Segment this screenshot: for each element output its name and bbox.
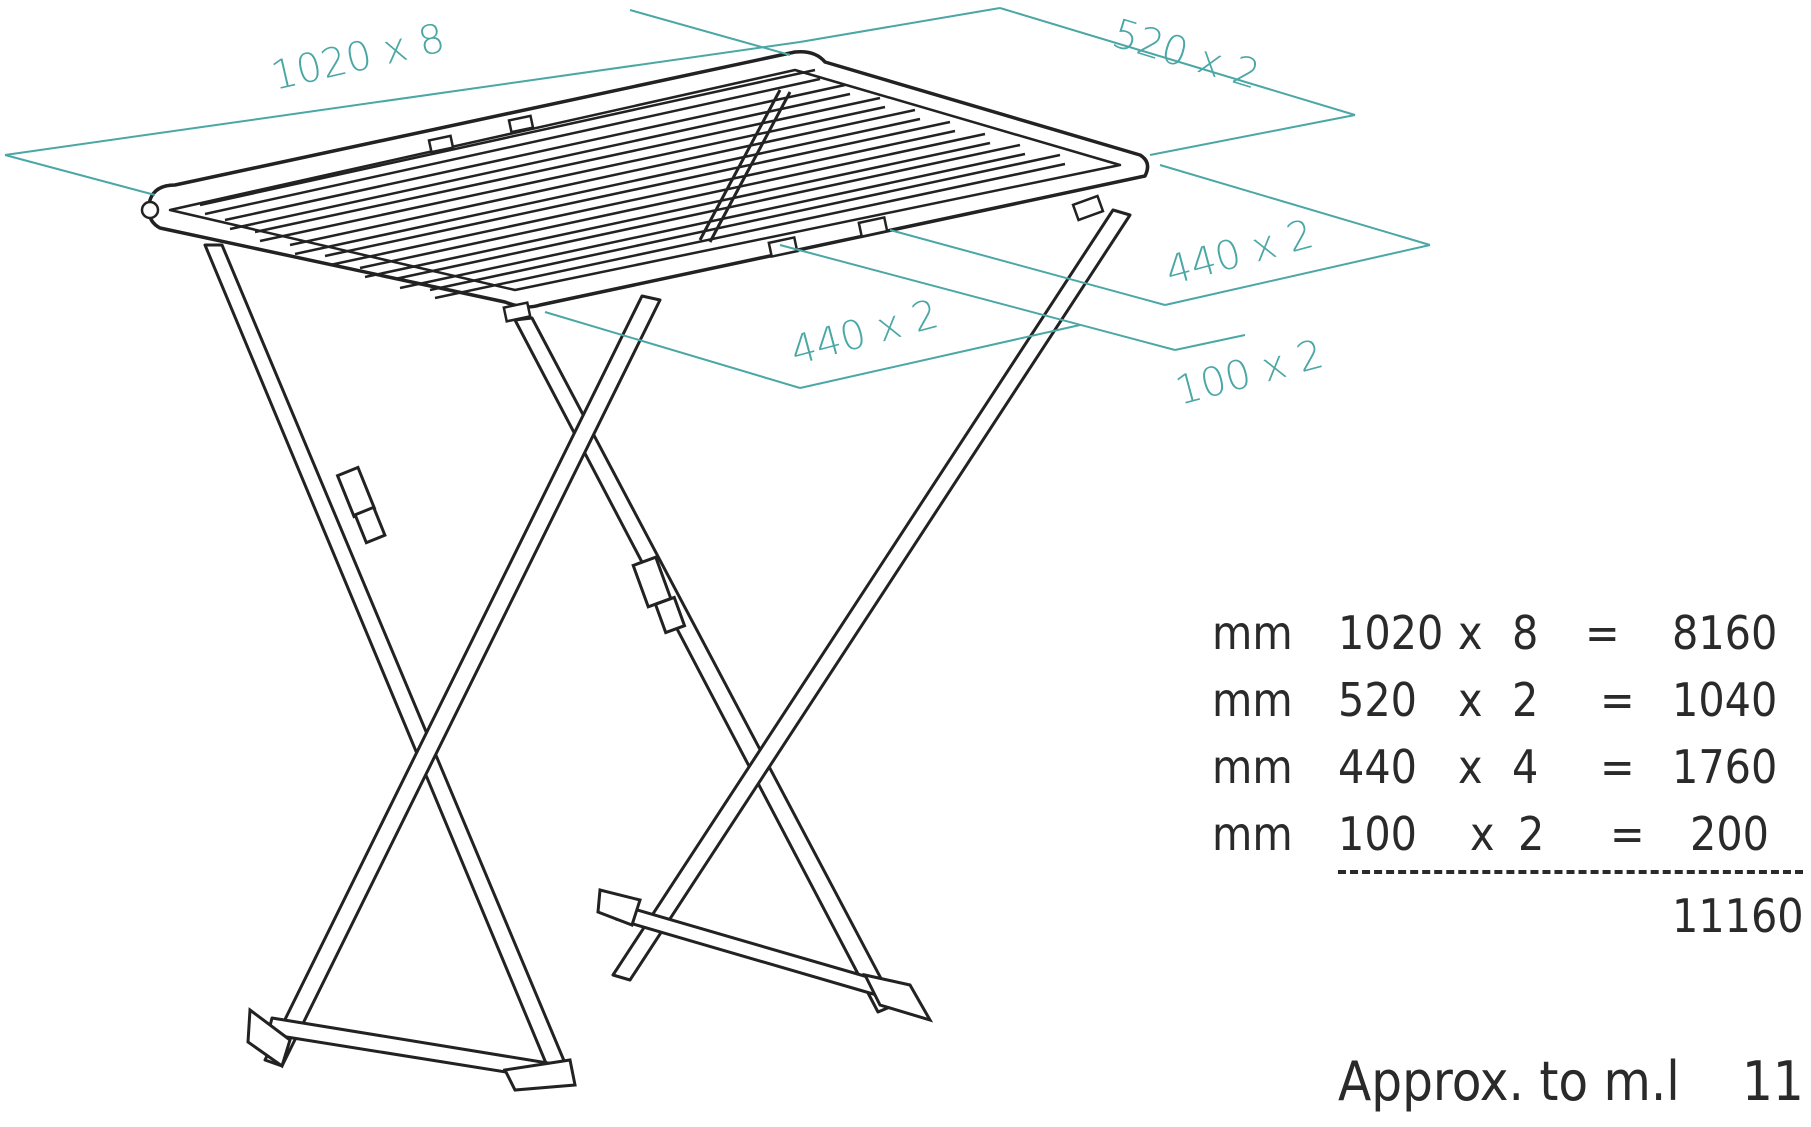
calc-length: 520 bbox=[1338, 673, 1417, 727]
calc-count: 2 bbox=[1512, 673, 1539, 727]
dim-ext-side-b bbox=[1164, 244, 1431, 306]
approx-value: 11 bbox=[1742, 1050, 1804, 1113]
leg-hinges bbox=[246, 465, 934, 1092]
foot-back-right bbox=[862, 972, 934, 1023]
calc-count: 2 bbox=[1518, 807, 1545, 861]
frame-clips bbox=[140, 114, 1105, 323]
dimension-lines bbox=[4, 7, 1431, 389]
calc-length: 440 bbox=[1338, 740, 1417, 794]
calc-total: 1040 bbox=[1672, 673, 1778, 727]
clip-2 bbox=[507, 114, 535, 134]
dim-line-side-front bbox=[544, 311, 801, 389]
clip-4 bbox=[857, 215, 889, 239]
rod-4b bbox=[294, 117, 921, 256]
foot-back-left bbox=[596, 888, 642, 927]
dim-ext-width-b bbox=[1149, 114, 1356, 156]
calc-total: 8160 bbox=[1672, 606, 1778, 660]
calc-unit: mm bbox=[1212, 673, 1293, 727]
calc-total: 200 bbox=[1690, 807, 1769, 861]
dim-ext-short-a bbox=[1174, 334, 1246, 351]
calc-count: 4 bbox=[1512, 740, 1539, 794]
dim-line-top-length bbox=[4, 41, 801, 156]
rod-4 bbox=[289, 108, 916, 247]
dim-ext-side-a bbox=[889, 229, 1166, 306]
calc-eq: = bbox=[1585, 606, 1620, 660]
calc-unit: mm bbox=[1212, 606, 1293, 660]
calc-times: x bbox=[1470, 807, 1495, 861]
calc-times: x bbox=[1458, 673, 1483, 727]
calc-count: 8 bbox=[1512, 606, 1539, 660]
top-frame-inner bbox=[168, 68, 1122, 292]
rod-7 bbox=[394, 143, 1021, 281]
leg-diagonal-b bbox=[611, 208, 1132, 982]
rod-1 bbox=[199, 68, 816, 207]
center-support-b bbox=[708, 91, 792, 243]
rod-6 bbox=[359, 132, 986, 270]
foot-front-right bbox=[502, 1058, 577, 1092]
dim-label-short: 100 x 2 bbox=[1171, 331, 1329, 414]
rod-1b bbox=[204, 77, 821, 216]
dim-label-side-right: 440 x 2 bbox=[1161, 211, 1319, 294]
dim-ext-front-a bbox=[799, 324, 1081, 389]
top-frame-outer bbox=[147, 49, 1150, 309]
rod-7b bbox=[399, 152, 1026, 290]
calc-eq: = bbox=[1610, 807, 1645, 861]
rod-3b bbox=[259, 105, 886, 243]
calc-unit: mm bbox=[1212, 740, 1293, 794]
dim-label-top-length: 1020 x 8 bbox=[267, 15, 449, 99]
dim-ext-right bbox=[629, 9, 791, 56]
calc-grand-total: 11160 bbox=[1672, 889, 1804, 943]
foot-front-left bbox=[246, 1007, 292, 1069]
drying-rods bbox=[199, 68, 1066, 300]
dim-line-side-right bbox=[1159, 164, 1431, 246]
dim-line-top-width bbox=[999, 7, 1356, 116]
leg-diagonal-a bbox=[263, 294, 662, 1068]
calc-length: 100 bbox=[1338, 807, 1417, 861]
rod-2b bbox=[229, 92, 851, 231]
rod-2 bbox=[224, 83, 846, 222]
calc-unit: mm bbox=[1212, 807, 1293, 861]
hinge-center-2 bbox=[653, 595, 687, 635]
calc-eq: = bbox=[1600, 673, 1635, 727]
rod-8b bbox=[434, 162, 1066, 300]
rack-top bbox=[147, 49, 1150, 309]
calc-eq: = bbox=[1600, 740, 1635, 794]
sum-divider bbox=[1338, 870, 1803, 874]
dim-line-short bbox=[779, 244, 1176, 351]
clip-3 bbox=[767, 235, 799, 259]
dim-ext-left bbox=[4, 154, 156, 196]
hinge-left-2 bbox=[353, 505, 387, 545]
approx-label: Approx. to m.l bbox=[1338, 1050, 1680, 1113]
clip-1 bbox=[427, 134, 455, 154]
dim-ext-width-a bbox=[799, 7, 1001, 43]
rod-5 bbox=[324, 120, 951, 258]
calc-times: x bbox=[1458, 740, 1483, 794]
dim-label-side-front: 440 x 2 bbox=[786, 291, 944, 374]
calc-times: x bbox=[1458, 606, 1483, 660]
rod-end-cap bbox=[140, 200, 160, 220]
rod-8 bbox=[429, 153, 1061, 292]
rod-5b bbox=[329, 129, 956, 267]
leg-front-left bbox=[203, 243, 572, 1082]
leg-mid-left bbox=[513, 316, 897, 1014]
calc-length: 1020 bbox=[1338, 606, 1444, 660]
calc-total: 1760 bbox=[1672, 740, 1778, 794]
rack-legs bbox=[203, 208, 1132, 1082]
rod-6b bbox=[364, 141, 991, 279]
clip-6 bbox=[502, 301, 532, 323]
dim-label-top-width: 520 x 2 bbox=[1107, 11, 1265, 99]
clip-5 bbox=[1071, 194, 1105, 222]
center-support bbox=[698, 89, 782, 241]
